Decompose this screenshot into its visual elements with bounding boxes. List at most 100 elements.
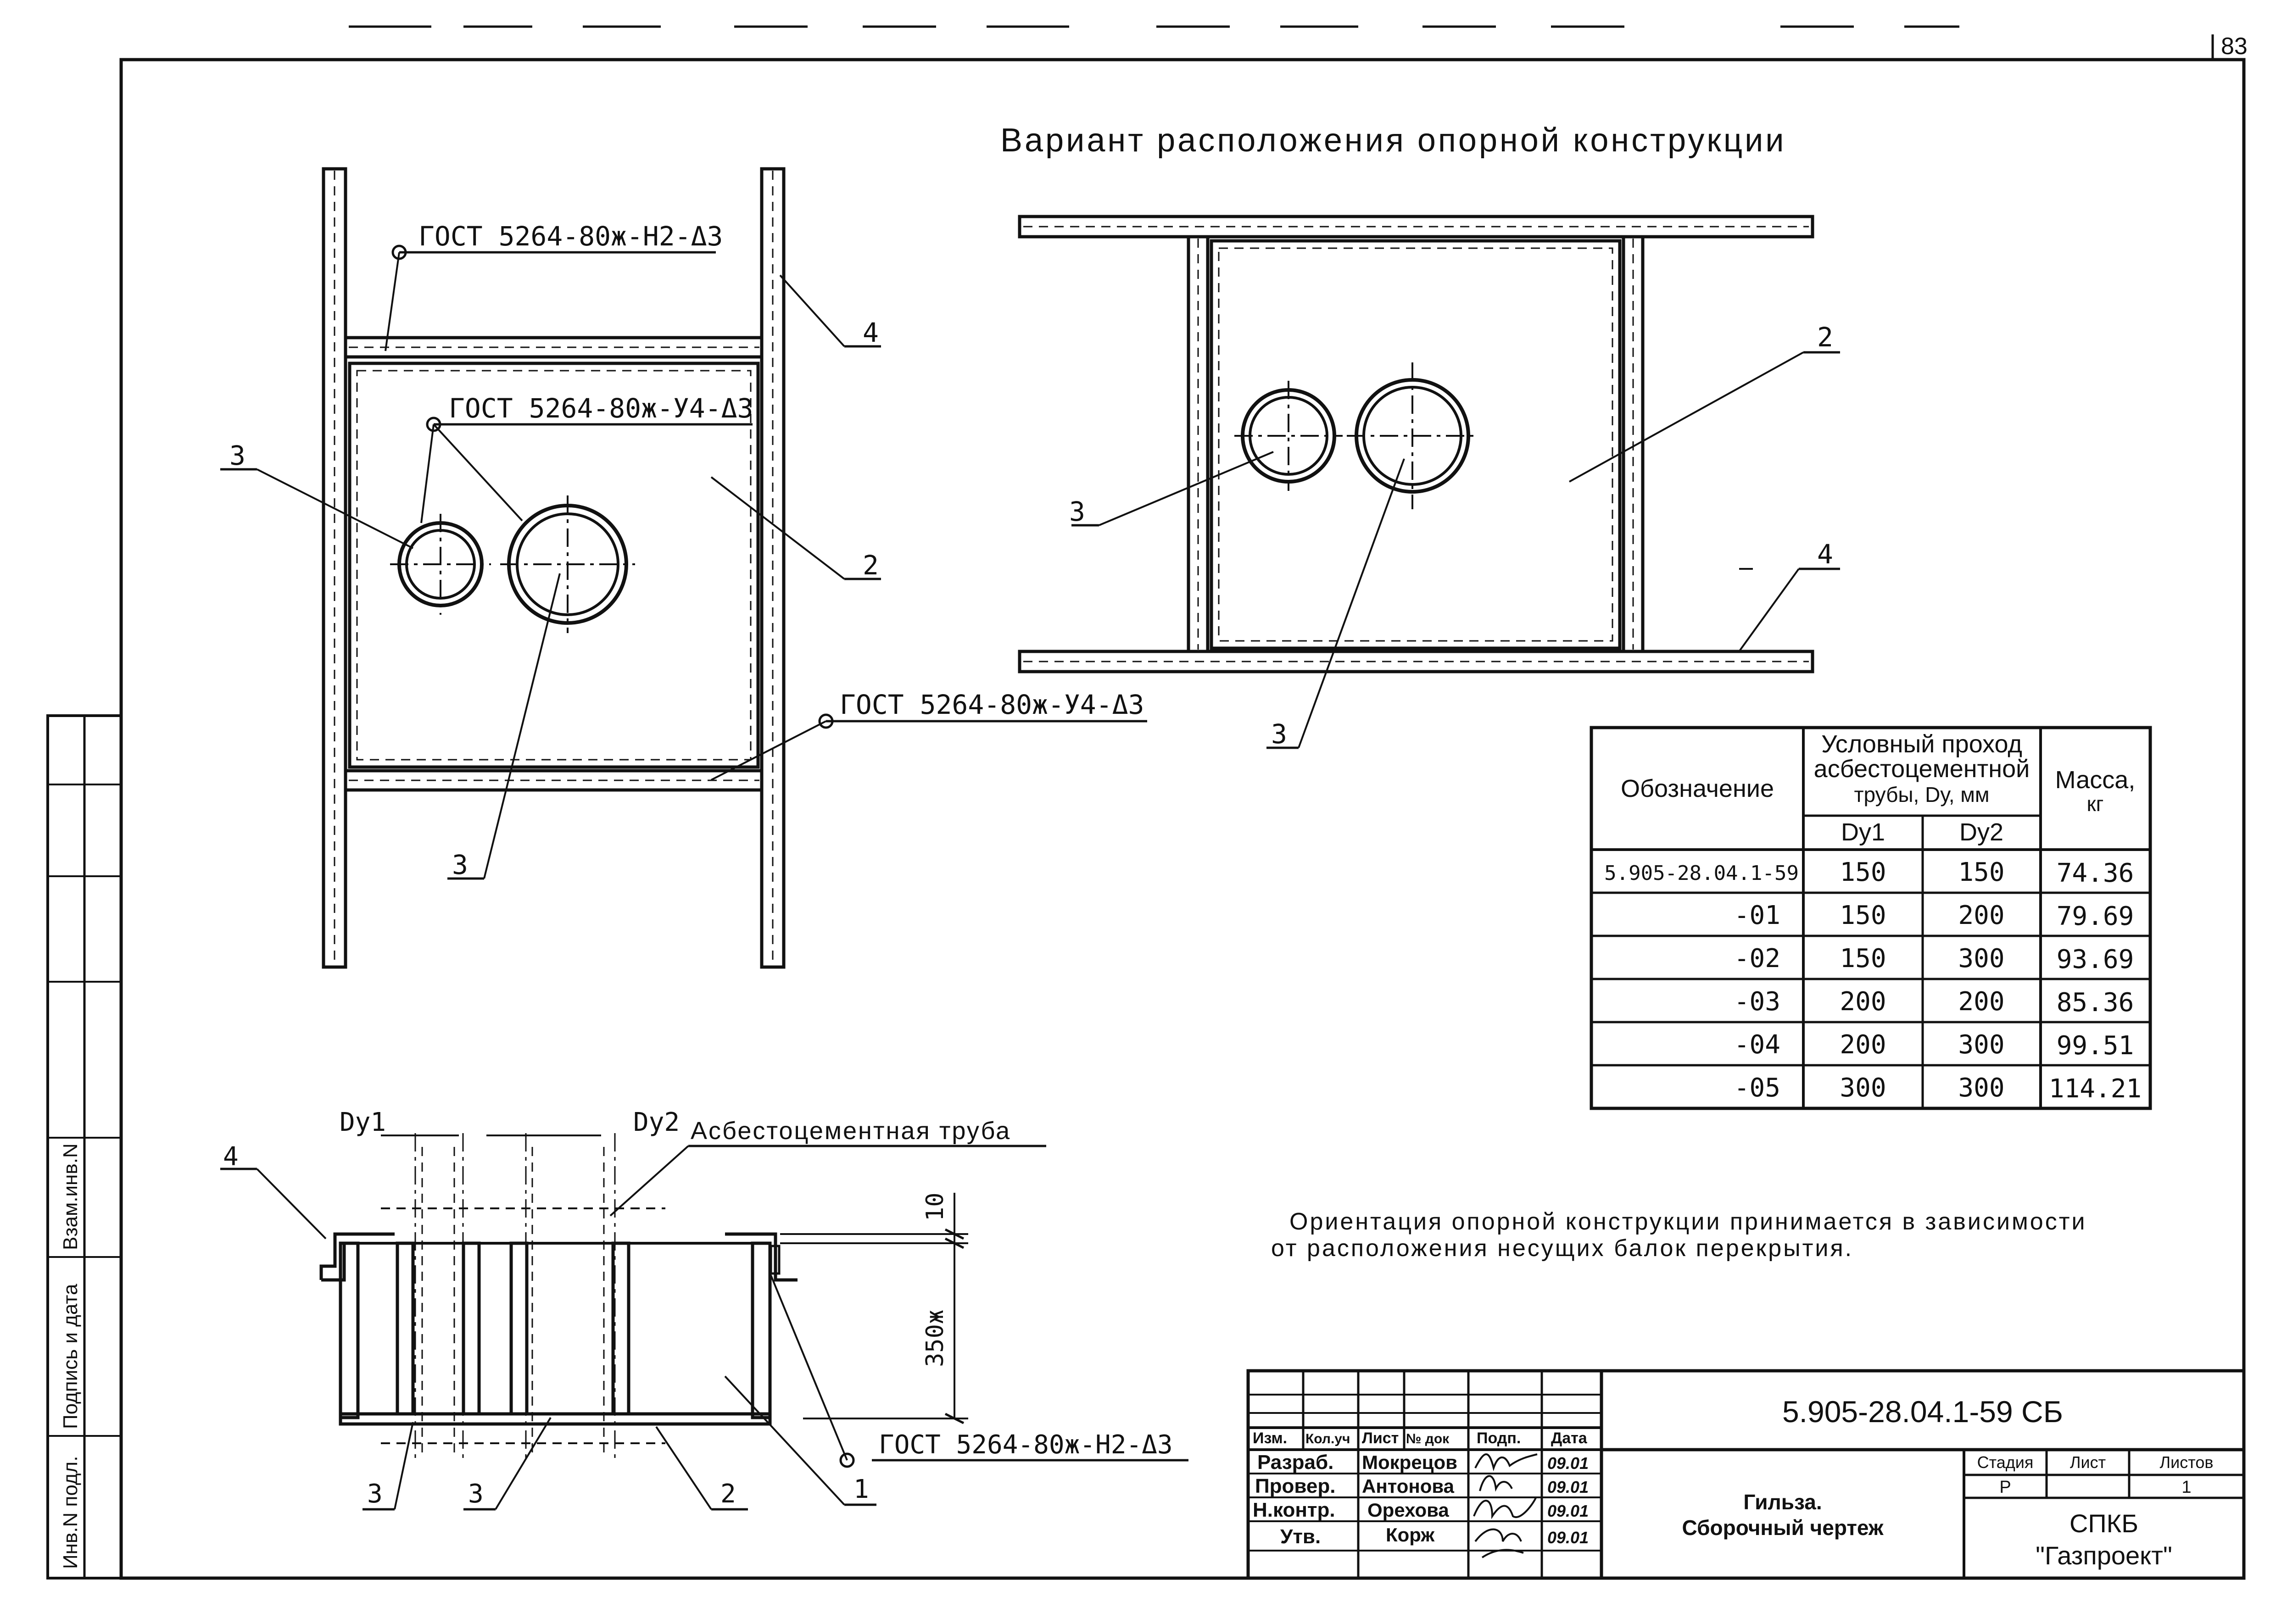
note-line-1: Ориентация опорной конструкции принимает… [1289,1208,2087,1235]
row-0-designation: 5.905-28.04.1-59 [1604,862,1799,885]
svg-text:2: 2 [720,1479,736,1509]
doc-code: 5.905-28.04.1-59 СБ [1782,1395,2063,1429]
sheets-label: Листов [2160,1453,2214,1472]
row-3-dy1: 200 [1840,987,1886,1017]
dim-dy1: Dу1 [340,1107,386,1137]
row-2-designation: -02 [1734,944,1780,973]
date-prover: 09.01 [1547,1478,1589,1496]
row-2-dy1: 150 [1840,944,1886,973]
svg-text:3: 3 [1069,496,1085,527]
th-mass-2: кг [2087,792,2104,816]
svg-text:1: 1 [853,1474,869,1504]
th-dn-1: Условный проход [1821,730,2022,758]
stamp-signature-date: Подпись и дата [59,1284,82,1429]
row-5-mass: 114.21 [2049,1074,2142,1104]
svg-text:4: 4 [863,317,879,348]
row-1-dy1: 150 [1840,901,1886,930]
note-line-2: от расположения несущих балок перекрытия… [1271,1235,1853,1262]
weld-callout-circles: ГОСТ 5264-80ж-У4-Δ3 [420,393,753,523]
doc-name-2: Сборочный чертеж [1682,1516,1884,1540]
row-1-dy2: 200 [1958,901,2004,930]
row-5-dy2: 300 [1958,1073,2004,1103]
svg-text:Подп.: Подп. [1477,1429,1521,1447]
position-marks-left: 4 2 3 3 [220,274,881,880]
stage-label: Стадия [1977,1453,2034,1472]
svg-text:ГОСТ 5264-80ж-У4-Δ3: ГОСТ 5264-80ж-У4-Δ3 [840,689,1144,720]
role-nkontr: Н.контр. [1253,1499,1335,1521]
th-designation: Обозначение [1621,775,1774,802]
svg-text:ГОСТ 5264-80ж-У4-Δ3: ГОСТ 5264-80ж-У4-Δ3 [449,393,753,424]
stamp-vzam-inv: Взам.инв.N [59,1143,82,1250]
section-view [319,1133,968,1459]
date-nkontr: 09.01 [1547,1502,1589,1520]
th-dn-2: асбестоцементной [1814,755,2030,783]
doc-name-1: Гильза. [1743,1490,1822,1514]
row-0-mass: 74.36 [2057,858,2134,888]
svg-text:3: 3 [1271,718,1287,750]
row-5-designation: -05 [1734,1073,1780,1103]
svg-text:№ док: № док [1406,1431,1450,1446]
title-block: Изм. Кол.уч Лист № док Подп. Дата Разраб… [1246,1369,2246,1580]
pipe-label: Асбестоцементная труба [691,1117,1011,1145]
name-razrab: Мокрецов [1362,1452,1457,1473]
row-3-designation: -03 [1734,987,1780,1017]
th-mass-1: Масса, [2055,766,2136,794]
role-prover: Провер. [1255,1475,1335,1497]
row-4-designation: -04 [1734,1030,1780,1060]
org-2: "Газпроект" [2036,1541,2172,1570]
row-1-designation: -01 [1734,901,1780,930]
svg-text:2: 2 [1817,322,1833,353]
row-0-dy2: 150 [1958,857,2004,887]
weld-callout-section: ГОСТ 5264-80ж-Н2-Δ3 [879,1430,1173,1460]
th-dy1: Dу1 [1841,818,1885,846]
row-4-mass: 99.51 [2057,1031,2134,1061]
row-4-dy2: 300 [1958,1030,2004,1060]
spec-table: Обозначение Условный проход асбестоцемен… [1590,726,2152,1110]
svg-text:3: 3 [229,440,245,471]
drawing-frame [119,58,2246,1580]
plan-view-left [322,167,786,969]
row-1-mass: 79.69 [2057,901,2134,931]
svg-text:3: 3 [468,1479,484,1509]
svg-text:3: 3 [452,849,468,880]
svg-text:ГОСТ 5264-80ж-Н2-Δ3: ГОСТ 5264-80ж-Н2-Δ3 [418,221,723,252]
th-dy2: Dу2 [1959,818,2003,846]
row-2-mass: 93.69 [2057,945,2134,974]
svg-text:Изм.: Изм. [1253,1429,1287,1447]
date-razrab: 09.01 [1547,1454,1589,1473]
row-4-dy1: 200 [1840,1030,1886,1060]
drawing-title: Вариант расположения опорной конструкции [1000,122,1786,159]
section-labels: Dу1 Dу2 Асбестоцементная труба 10 350ж 4… [220,1107,1188,1511]
position-marks-right: 2 3 4 3 [1069,322,1840,750]
stamp-inv-podl: Инв.N подл. [59,1456,82,1569]
date-utv: 09.01 [1547,1528,1589,1547]
dim-10: 10 [921,1192,949,1221]
row-0-dy1: 150 [1840,857,1886,887]
signatures [1473,1453,1538,1558]
row-3-dy2: 200 [1958,987,2004,1017]
sheets-value: 1 [2181,1478,2191,1497]
svg-text:Кол.уч: Кол.уч [1305,1431,1350,1446]
name-utv: Корж [1386,1524,1435,1546]
plan-view-right [1018,215,1814,673]
side-stamp: Инв.N подл. Подпись и дата Взам.инв.N [46,714,123,1580]
svg-text:4: 4 [223,1142,239,1172]
row-2-dy2: 300 [1958,944,2004,973]
role-utv: Утв. [1280,1525,1321,1548]
th-dn-3: трубы, Dу, мм [1854,783,1989,806]
row-5-dy1: 300 [1840,1073,1886,1103]
name-nkontr: Орехова [1367,1499,1449,1521]
name-prover: Антонова [1362,1475,1455,1497]
svg-text:2: 2 [863,550,879,581]
dim-dy2: Dу2 [633,1107,680,1137]
stage-value: Р [1999,1478,2011,1497]
weld-callout-bottom: ГОСТ 5264-80ж-У4-Δ3 [711,689,1147,781]
role-razrab: Разраб. [1257,1451,1333,1474]
svg-text:Лист: Лист [1362,1429,1399,1447]
svg-text:4: 4 [1817,539,1833,570]
row-3-mass: 85.36 [2057,988,2134,1018]
org-1: СПКБ [2069,1509,2138,1538]
dim-350: 350ж [921,1310,949,1367]
sheet-label: Лист [2070,1453,2106,1472]
